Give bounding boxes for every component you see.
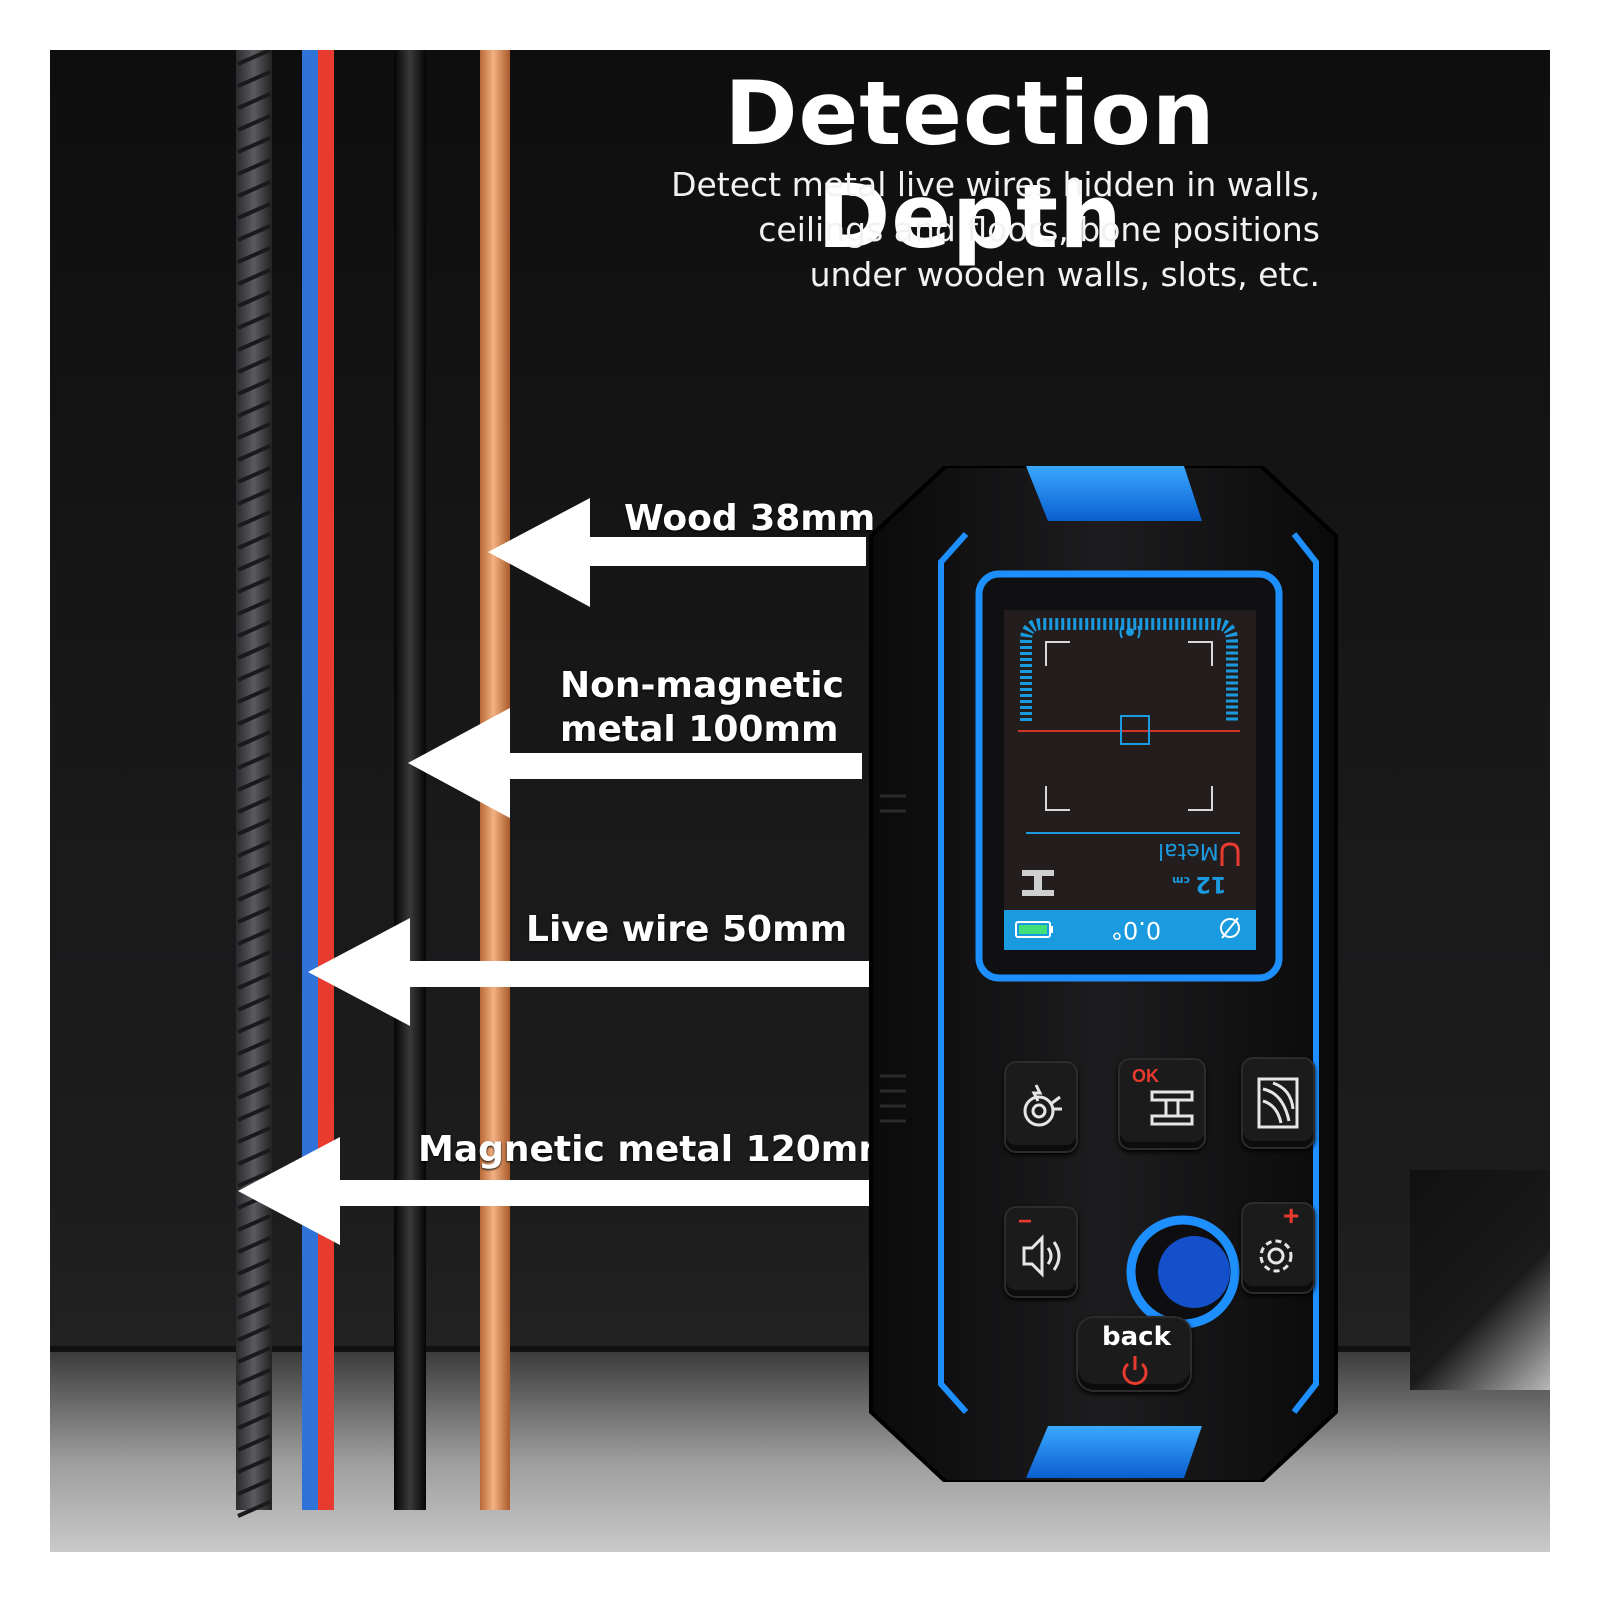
metal-beam-button-icon	[1150, 1090, 1194, 1126]
minus-label: −	[1018, 1208, 1033, 1235]
bottom-bumper	[1026, 1426, 1202, 1478]
mode-label: Metal	[1158, 838, 1219, 863]
wood-mode-button[interactable]	[1241, 1057, 1315, 1149]
rebar	[236, 50, 272, 1518]
label-non-magnetic: Non-magnetic metal 100mm	[560, 664, 844, 752]
metal-beam-icon	[1022, 870, 1054, 896]
page-title: Detection Depth	[724, 62, 1216, 268]
speaker-icon	[1022, 1234, 1061, 1278]
side-trim-left	[938, 532, 969, 1414]
power-icon	[1122, 1356, 1148, 1385]
wall-corner	[1410, 1170, 1550, 1390]
crosshair-box	[1120, 715, 1150, 745]
materials-illustration	[236, 50, 876, 1518]
subtitle: Detect metal live wires hidden in walls,…	[671, 162, 1320, 297]
product-scene: Detection Depth Detect metal live wires …	[50, 50, 1550, 1552]
subtitle-line: under wooden walls, slots, etc.	[809, 255, 1320, 294]
ok-label: OK	[1132, 1066, 1159, 1086]
label-line: Non-magnetic	[560, 665, 844, 706]
plus-label: +	[1283, 1200, 1300, 1231]
lcd-screen	[1004, 610, 1256, 950]
battery-icon	[1015, 921, 1053, 938]
top-bumper	[1026, 466, 1202, 521]
back-label: back	[1102, 1322, 1171, 1352]
depth-readout: 12 cm	[1172, 871, 1226, 896]
arrow-non-magnetic	[408, 708, 862, 818]
magnet-u-icon	[1220, 842, 1240, 866]
depth-arrows	[238, 498, 876, 1245]
arrow-magnetic	[238, 1137, 872, 1245]
non-magnetic-rod	[394, 50, 426, 1510]
ok-metal-button[interactable]: OK	[1118, 1058, 1206, 1150]
gear-icon	[1259, 1239, 1293, 1273]
signal-icon	[1119, 625, 1141, 639]
back-power-button[interactable]: back	[1076, 1316, 1192, 1392]
magnet-icon	[1220, 917, 1240, 939]
arrow-wood	[488, 498, 866, 607]
status-reading: 0.0°	[1111, 916, 1162, 944]
settings-button[interactable]: +	[1241, 1200, 1315, 1294]
label-wood: Wood 38mm	[624, 498, 876, 539]
side-trim-right	[1291, 532, 1319, 1414]
target-frame	[1045, 641, 1213, 811]
wire-detect-icon	[1023, 1084, 1062, 1127]
arrow-live-wire	[308, 918, 876, 1026]
label-magnetic: Magnetic metal 120mm	[418, 1129, 896, 1170]
live-wire	[302, 50, 334, 1510]
device-body	[869, 466, 1338, 1482]
wood-grain-icon	[1257, 1077, 1299, 1129]
stud-finder-device: 12 cm Metal 0.0° OK −	[866, 466, 1341, 1482]
label-line: metal 100mm	[560, 709, 839, 750]
wall-seam	[50, 1346, 1550, 1352]
subtitle-line: Detect metal live wires hidden in walls,	[671, 165, 1320, 204]
depth-value: 12	[1195, 871, 1227, 896]
wire-detect-button[interactable]	[1004, 1061, 1078, 1153]
signal-meter	[1020, 618, 1238, 721]
label-live-wire: Live wire 50mm	[526, 909, 848, 950]
subtitle-line: ceilings and floors, bone positions	[758, 210, 1320, 249]
volume-down-button[interactable]: −	[1004, 1206, 1078, 1298]
depth-unit: cm	[1172, 874, 1190, 887]
